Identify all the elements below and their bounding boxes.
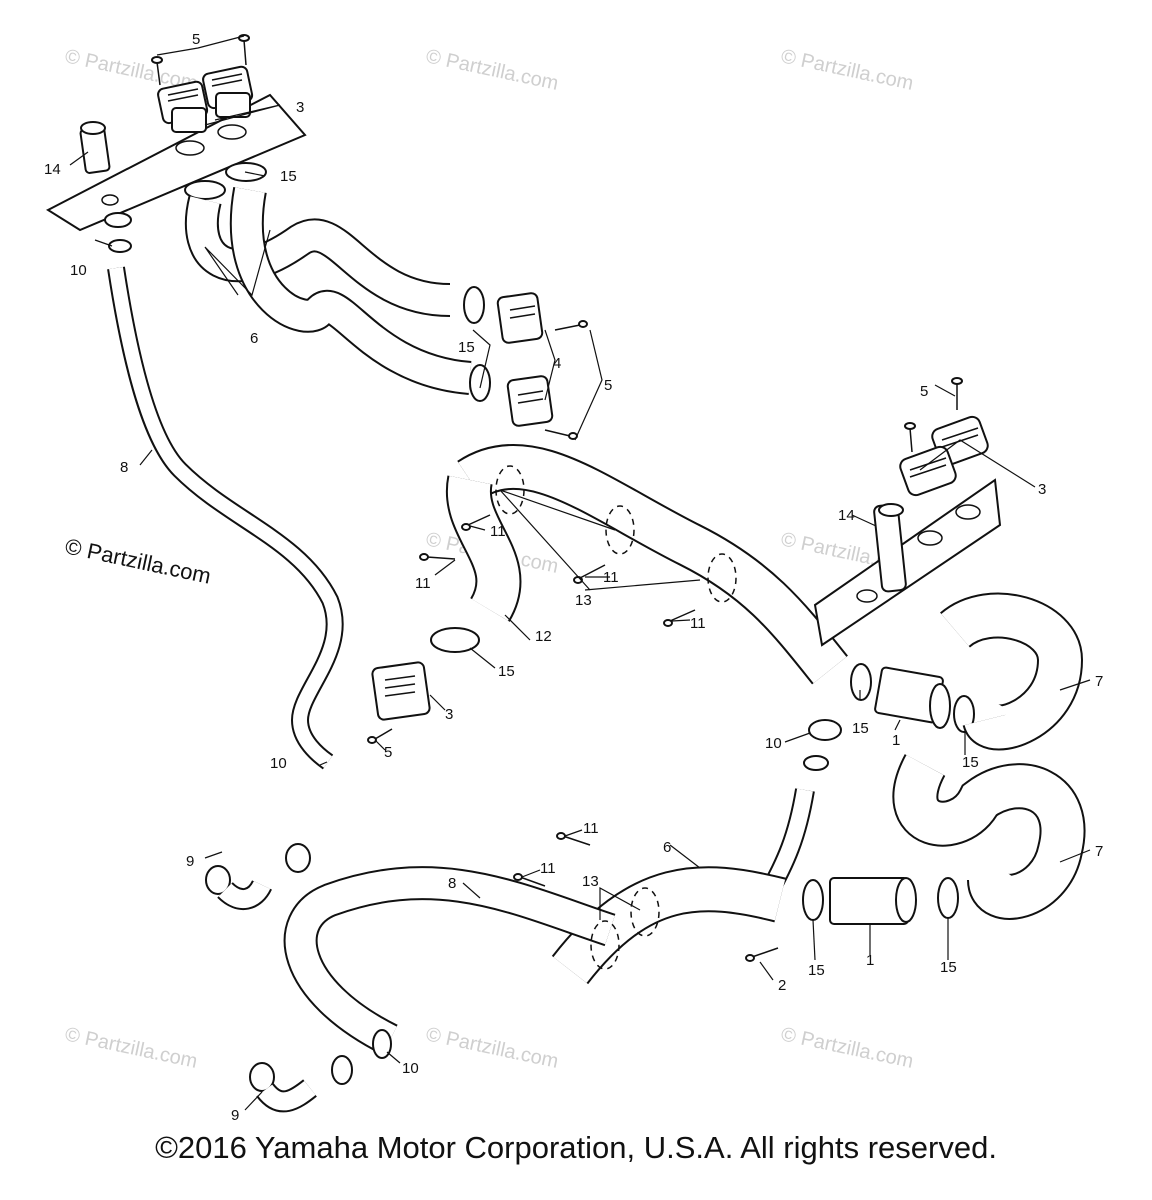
callout-7: 7 [1095,673,1103,690]
callout-15: 15 [458,339,475,356]
callout-10: 10 [402,1060,419,1077]
upper-left-assembly [45,34,588,910]
callout-6: 6 [250,330,258,347]
callout-13: 13 [575,592,592,609]
watermark-text: © Partzilla.com [779,45,915,95]
callout-15: 15 [852,720,869,737]
callout-8: 8 [120,459,128,476]
callout-11: 11 [490,523,506,540]
callout-9: 9 [186,853,194,870]
callout-15: 15 [962,754,979,771]
callout-15: 15 [280,168,297,185]
callout-5: 5 [384,744,392,761]
watermark-text: © Partzilla.com [424,45,560,95]
callout-12: 12 [535,628,552,645]
callout-7: 7 [1095,843,1103,860]
copyright-notice: ©2016 Yamaha Motor Corporation, U.S.A. A… [155,1130,997,1165]
callout-8: 8 [448,875,456,892]
callout-11: 11 [415,575,431,592]
callout-10: 10 [70,262,87,279]
mounting-plate [45,93,307,232]
callout-13: 13 [582,873,599,890]
callout-3: 3 [445,706,453,723]
callout-3: 3 [296,99,304,116]
callout-2: 2 [778,977,786,994]
callout-14: 14 [44,161,61,178]
callout-14: 14 [838,507,855,524]
callout-5: 5 [604,377,612,394]
callout-labels: 5 3 14 15 10 6 15 4 5 8 11 11 11 13 11 1… [44,31,1103,1124]
duct-cover [157,65,254,133]
callout-5: 5 [192,31,200,48]
callout-15: 15 [808,962,825,979]
watermark-text: © Partzilla.com [63,1023,199,1073]
callout-6: 6 [663,839,671,856]
leader-lines [69,35,1091,1111]
watermark-text: © Partzilla.com [779,1023,915,1073]
callout-9: 9 [231,1107,239,1124]
callout-1: 1 [866,952,874,969]
watermark-prominent: © Partzilla.com [63,533,213,588]
callout-4: 4 [553,355,561,372]
lower-assembly [249,832,959,1113]
callout-3: 3 [1038,481,1046,498]
callout-11: 11 [603,569,619,586]
callout-1: 1 [892,732,900,749]
callout-5: 5 [920,383,928,400]
callout-11: 11 [690,615,706,632]
hose-8-outline [107,266,344,770]
callout-11: 11 [583,820,599,837]
callout-15: 15 [940,959,957,976]
callout-15: 15 [498,663,515,680]
center-right-assembly [367,377,1086,920]
callout-11: 11 [540,860,556,877]
watermark-text: © Partzilla.com [424,1023,560,1073]
callout-10: 10 [270,755,287,772]
callout-10: 10 [765,735,782,752]
